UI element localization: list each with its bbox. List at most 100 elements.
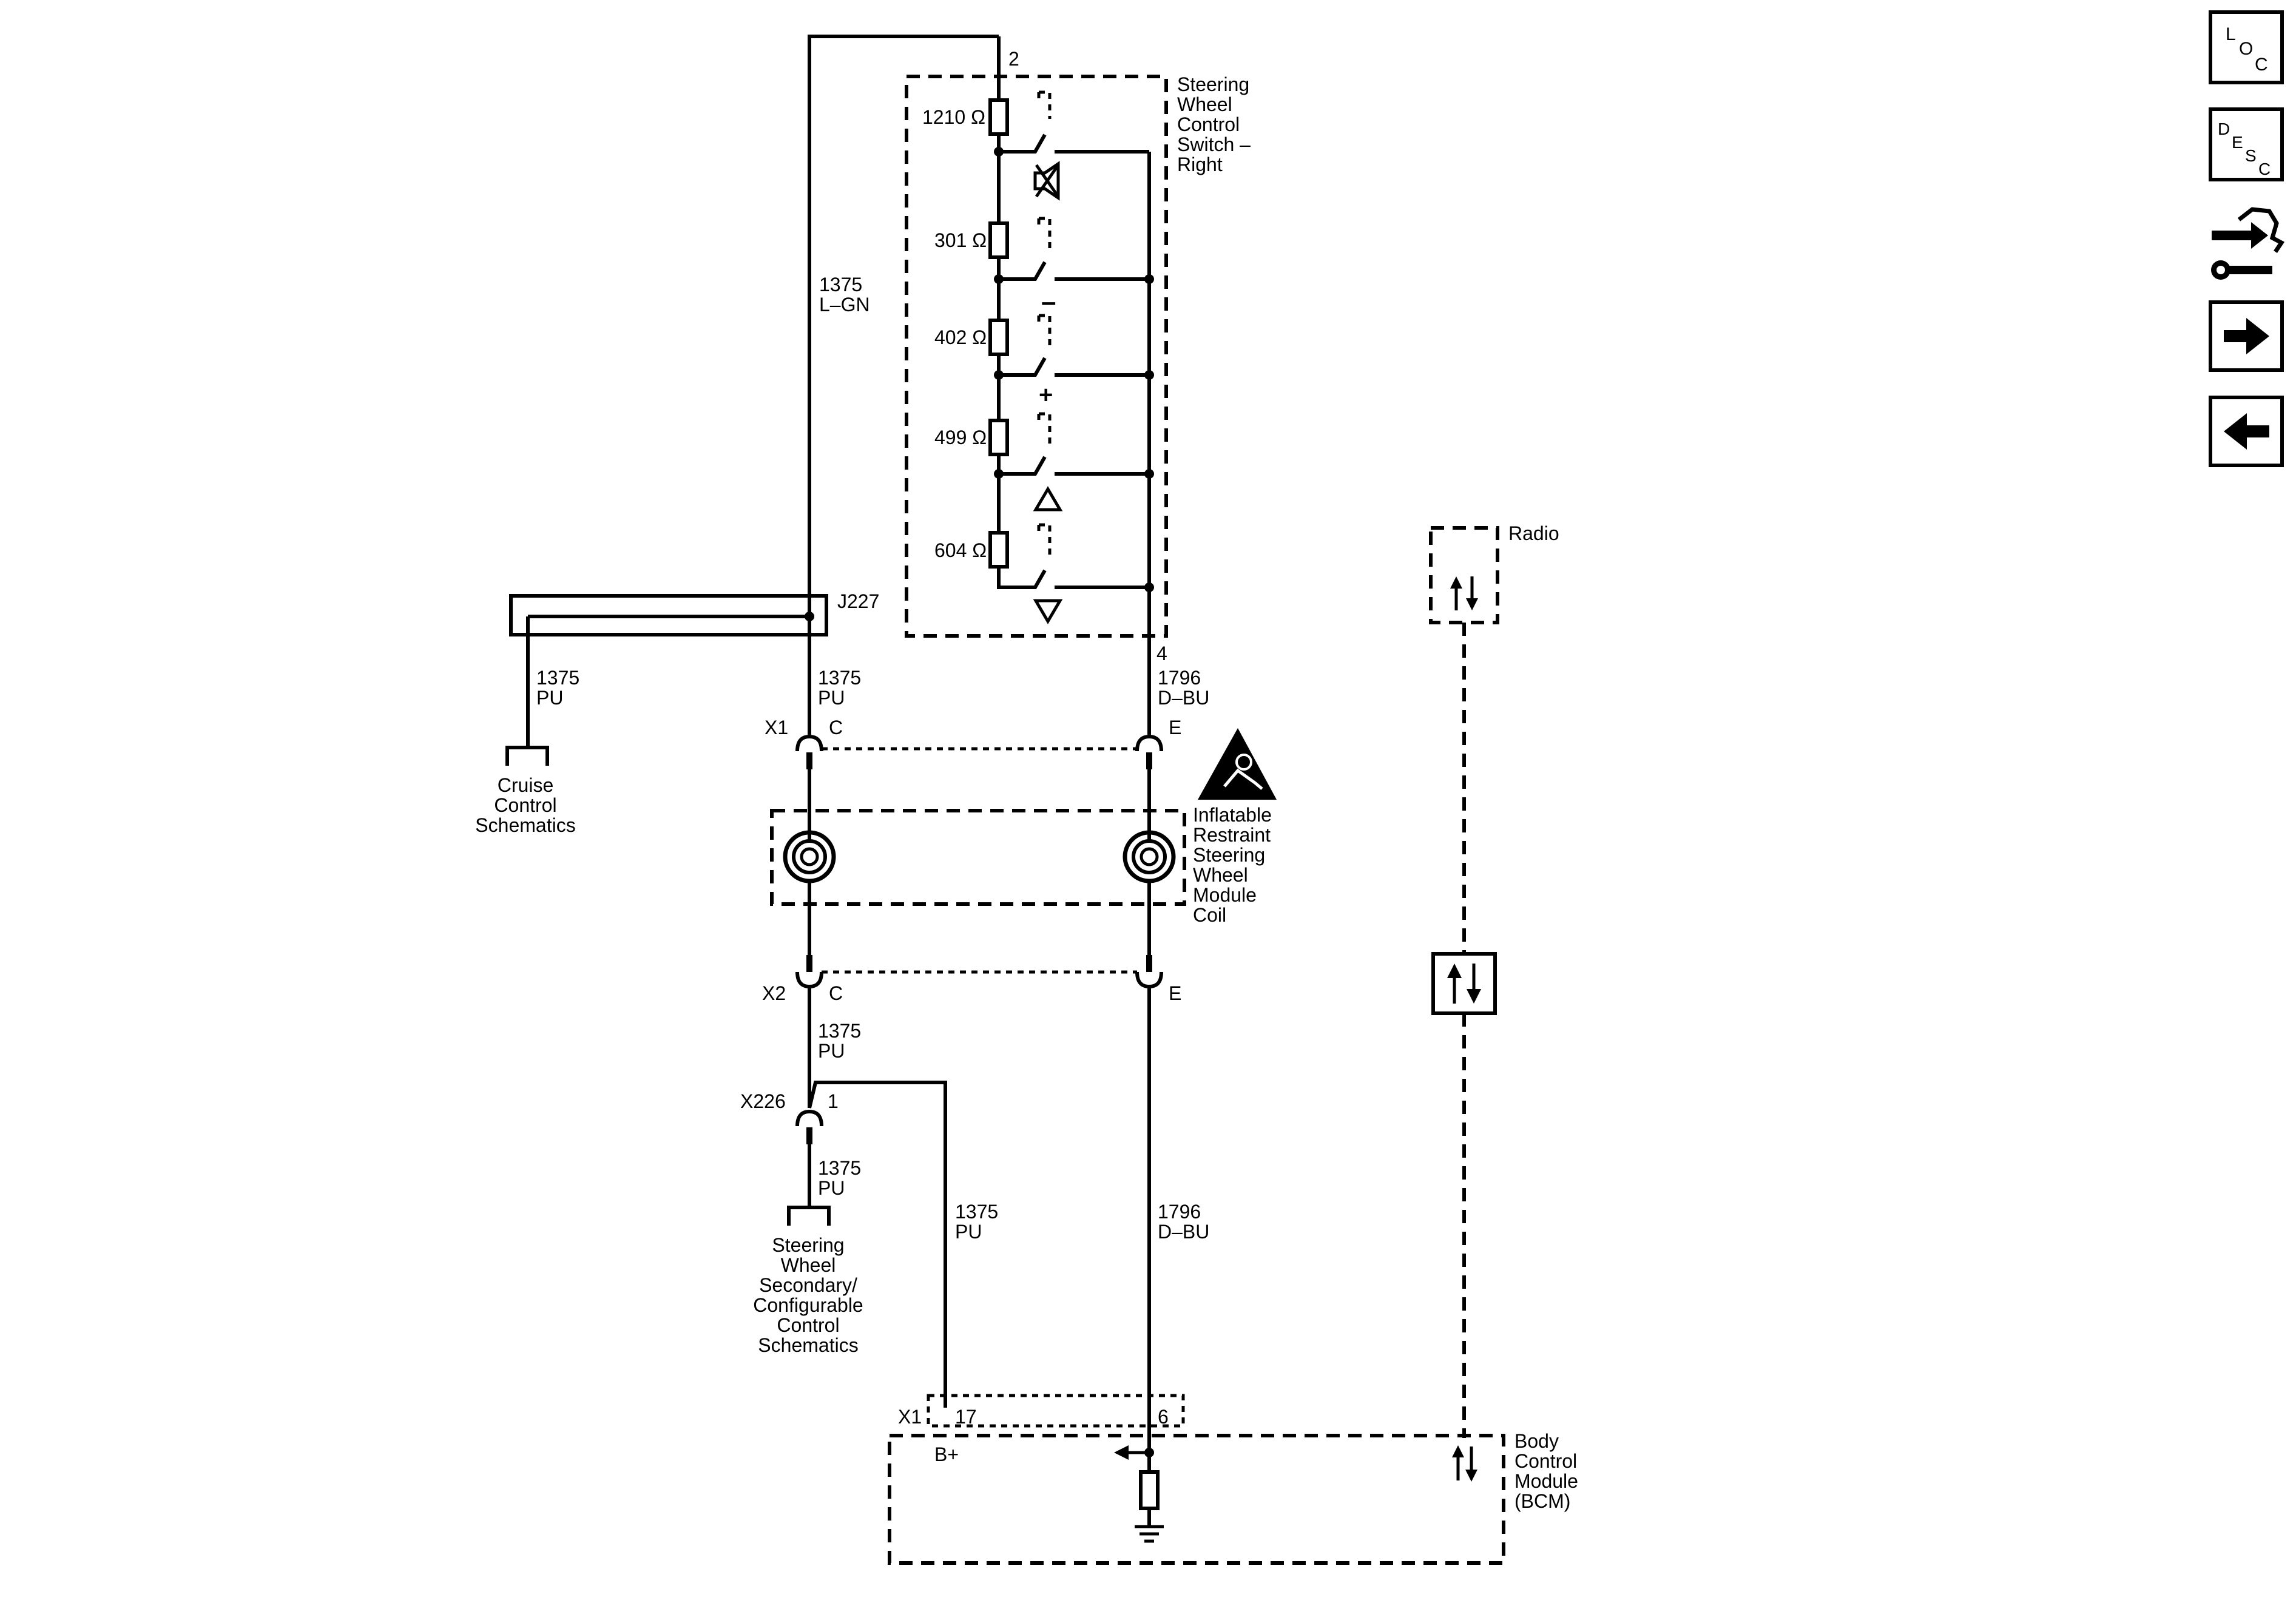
cruise-control-schematics-link[interactable]: Cruise Control Schematics (475, 774, 575, 836)
wire-dbu-top-color: D–BU (1158, 687, 1209, 709)
airbag-warning-icon (1198, 728, 1277, 800)
next-arrow-button[interactable] (2209, 300, 2284, 372)
wire-dbu-top-num: 1796 (1158, 667, 1201, 689)
resistor-604 (988, 531, 1009, 569)
wire-pu-x2-color: PU (818, 1040, 845, 1062)
splice-label: J227 (837, 590, 879, 612)
x2-name: X2 (762, 982, 786, 1004)
bcm-pin-6: 6 (1158, 1406, 1169, 1428)
coil-label-1: Inflatable (1193, 804, 1272, 826)
resistor-label-604: 604 Ω (934, 539, 987, 561)
cruise-label-3: Schematics (475, 814, 575, 836)
radio-label: Radio (1508, 522, 1559, 544)
inflatable-restraint-coil: Inflatable Restraint Steering Wheel Modu… (770, 804, 1272, 926)
bcm-bplus: B+ (934, 1443, 959, 1465)
clockspring-coil-icon (1123, 830, 1176, 883)
secondary-label-6: Schematics (758, 1334, 858, 1356)
x226-name: X226 (740, 1090, 786, 1112)
mute-icon (1033, 161, 1060, 201)
coil-label-3: Steering (1193, 844, 1265, 866)
seek-up-icon (1033, 486, 1063, 511)
signal-arrow-icon (1114, 1445, 1154, 1460)
connector-wrench-icon[interactable] (2211, 207, 2285, 280)
cruise-label-2: Control (494, 794, 556, 816)
serial-data-icon (1431, 952, 1497, 1015)
wire-dbu-bottom-num: 1796 (1158, 1201, 1201, 1223)
splice-j227: J227 (509, 590, 879, 636)
wire-pu-bplus-num: 1375 (955, 1201, 998, 1223)
wire-pu-main-color: PU (818, 687, 845, 709)
x1-pin-e: E (1169, 717, 1181, 738)
bcm-pullup-resistor (1139, 1470, 1160, 1510)
resistor-label-301: 301 Ω (934, 229, 987, 251)
x1-pin-c: C (829, 717, 843, 738)
secondary-label-2: Wheel (781, 1254, 836, 1276)
loc-letter-c: C (2255, 55, 2268, 75)
loc-button[interactable]: L O C (2209, 10, 2284, 84)
previous-arrow-button[interactable] (2209, 396, 2284, 467)
seek-down-icon (1033, 599, 1063, 624)
switch-title-5: Right (1177, 154, 1223, 175)
bcm-label-1: Body (1514, 1430, 1559, 1452)
secondary-control-schematics-link[interactable]: Steering Wheel Secondary/ Configurable C… (753, 1234, 863, 1356)
secondary-label-4: Configurable (753, 1294, 863, 1316)
switch-title-3: Control (1177, 113, 1240, 135)
switch-title-4: Switch – (1177, 133, 1251, 155)
desc-letter-c: C (2258, 160, 2271, 178)
desc-letter-d: D (2218, 120, 2230, 138)
coil-label-5: Module (1193, 884, 1257, 906)
cruise-connector-symbol (505, 746, 549, 766)
wire-pu-x2-num: 1375 (818, 1020, 861, 1042)
desc-letter-e: E (2232, 133, 2243, 152)
coil-label-4: Wheel (1193, 864, 1248, 886)
wire-1375-lgn (808, 35, 999, 616)
x2-pin-c: C (829, 982, 843, 1004)
wire-lgn-num: 1375 (819, 274, 862, 295)
switch-title-2: Wheel (1177, 93, 1232, 115)
connector-x226: X226 1 (740, 1081, 947, 1408)
x226-pin-1: 1 (828, 1090, 839, 1112)
coil-label-6: Coil (1193, 904, 1226, 926)
clockspring-coil-icon (783, 830, 836, 883)
cruise-label-1: Cruise (498, 774, 553, 796)
resistor-1210 (988, 98, 1009, 136)
switch-pin-2: 2 (1008, 48, 1019, 70)
bcm-label-3: Module (1514, 1470, 1578, 1492)
secondary-label-5: Control (777, 1314, 839, 1336)
resistor-499 (988, 419, 1009, 456)
x1-name: X1 (765, 717, 788, 738)
steering-wheel-control-switch: Steering Wheel Control Switch – Right 12… (905, 36, 1251, 664)
connector-x1: X1 C E (765, 717, 1181, 769)
secondary-label-1: Steering (772, 1234, 844, 1256)
volume-plus-icon: + (1039, 382, 1053, 408)
bcm-label-4: (BCM) (1514, 1490, 1570, 1512)
loc-letter-o: O (2239, 39, 2253, 59)
resistor-label-1210: 1210 Ω (922, 106, 985, 128)
resistor-402 (988, 319, 1009, 356)
body-control-module: X1 17 6 B+ Body Control Module (BCM) (888, 1394, 1578, 1565)
wire-pu-bplus-color: PU (955, 1221, 982, 1243)
wire-pu-cruise-num: 1375 (536, 667, 579, 689)
ground-icon (1135, 1525, 1164, 1543)
coil-label-2: Restraint (1193, 824, 1271, 846)
desc-button[interactable]: D E S C (2209, 107, 2284, 181)
volume-minus-icon: – (1041, 287, 1056, 317)
wire-dbu-bottom-color: D–BU (1158, 1221, 1209, 1243)
desc-letter-s: S (2245, 146, 2257, 165)
serial-data-icon (1450, 576, 1478, 610)
secondary-connector-symbol (787, 1206, 831, 1226)
bcm-label-2: Control (1514, 1450, 1577, 1472)
loc-letter-l: L (2226, 24, 2236, 44)
serial-data-icon (1452, 1445, 1477, 1482)
wire-pu-sec-color: PU (818, 1177, 845, 1199)
wire-pu-main-num: 1375 (818, 667, 861, 689)
switch-title-1: Steering (1177, 73, 1249, 95)
wire-pu-cruise-color: PU (536, 687, 563, 709)
bcm-x1: X1 (898, 1406, 922, 1428)
wire-pu-sec-num: 1375 (818, 1157, 861, 1179)
bcm-pin-17: 17 (955, 1406, 977, 1428)
resistor-label-402: 402 Ω (934, 326, 987, 348)
wire-lgn-color: L–GN (819, 294, 870, 316)
resistor-301 (988, 221, 1009, 259)
